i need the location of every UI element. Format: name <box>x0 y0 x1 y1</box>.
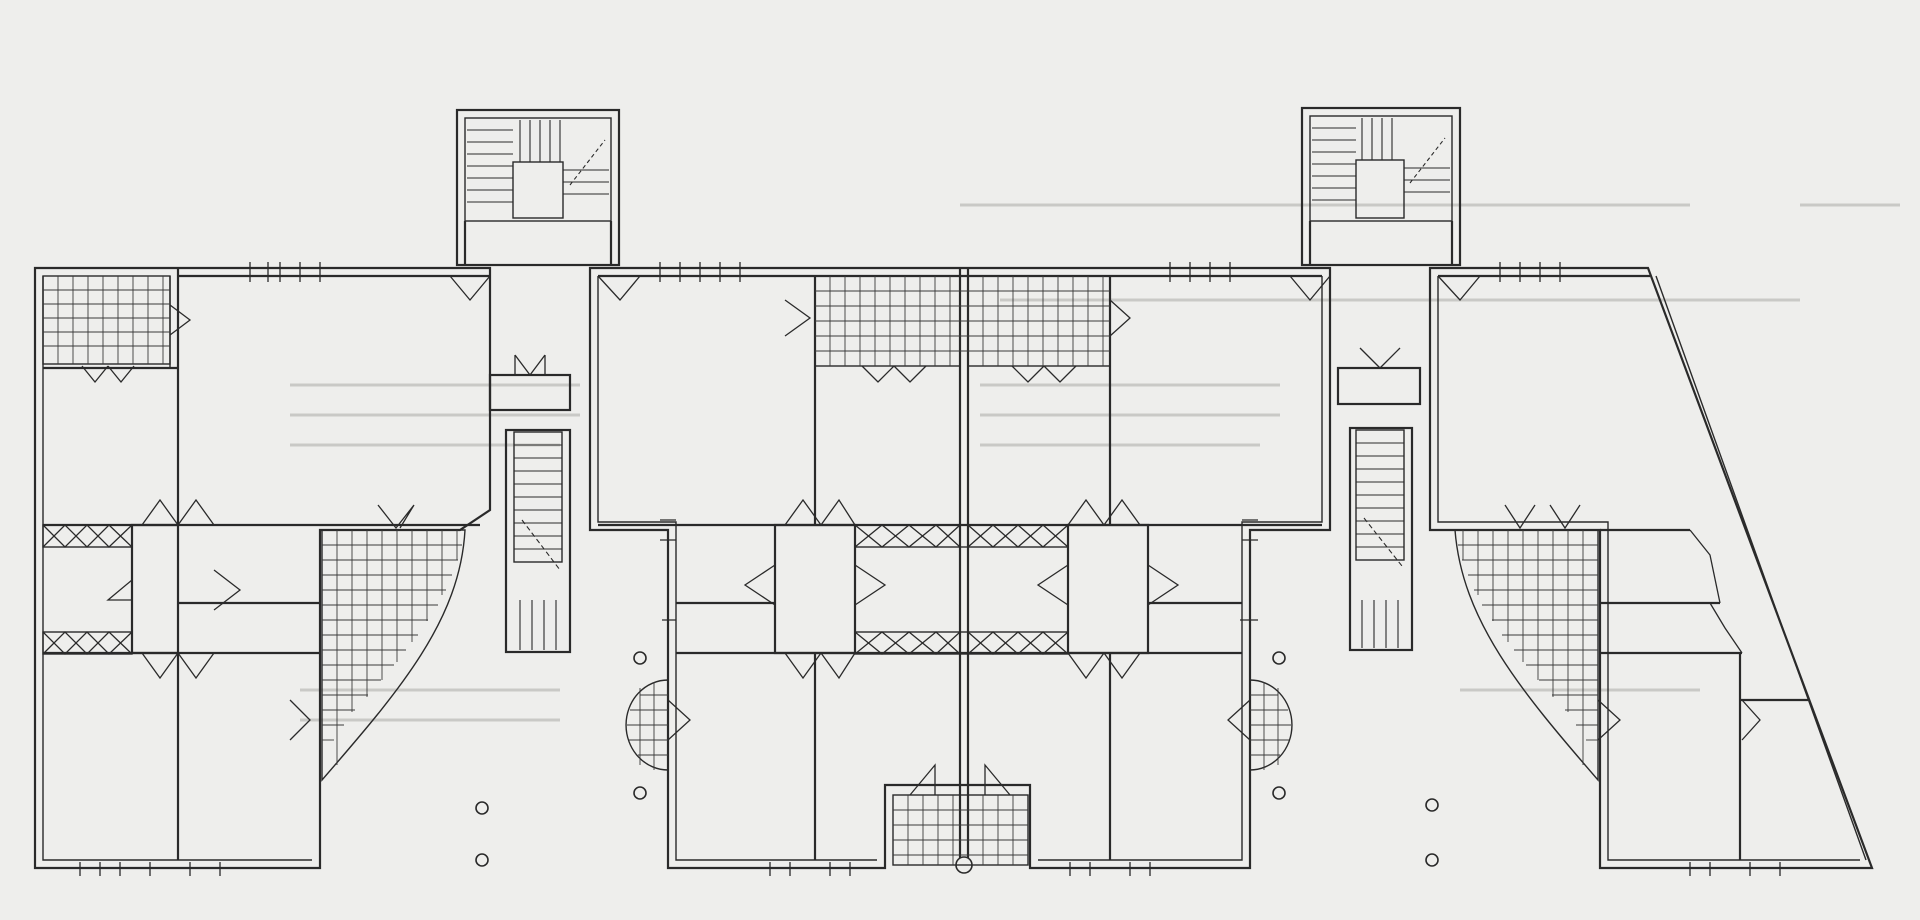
column <box>1272 651 1286 665</box>
column <box>1272 786 1286 800</box>
column <box>633 786 647 800</box>
bleed-through-text <box>290 203 1900 722</box>
left-curved-terrace <box>321 529 466 782</box>
left-inner-stair <box>504 428 572 654</box>
window-ticks <box>79 262 1781 876</box>
exterior-columns <box>475 651 1439 867</box>
right-curved-terrace <box>1454 529 1599 782</box>
central-top-tiles <box>814 275 1111 367</box>
stair-treads-left-tower <box>467 120 609 203</box>
left-wing-braced-strips <box>42 524 133 655</box>
column <box>1425 853 1439 867</box>
door-swings <box>81 275 1761 741</box>
column <box>475 801 489 815</box>
right-stair-tower <box>1300 106 1462 406</box>
left-kitchen-tiles <box>42 275 171 365</box>
right-trapezoid-dwelling <box>1428 266 1874 870</box>
column <box>633 651 647 665</box>
central-braced-strips <box>854 524 1069 655</box>
central-entrance-tiles <box>892 763 1029 866</box>
column <box>475 853 489 867</box>
column <box>1425 798 1439 812</box>
left-stair-tower <box>455 108 621 412</box>
central-round-terraces <box>625 679 1293 771</box>
right-inner-stair <box>1348 426 1414 652</box>
